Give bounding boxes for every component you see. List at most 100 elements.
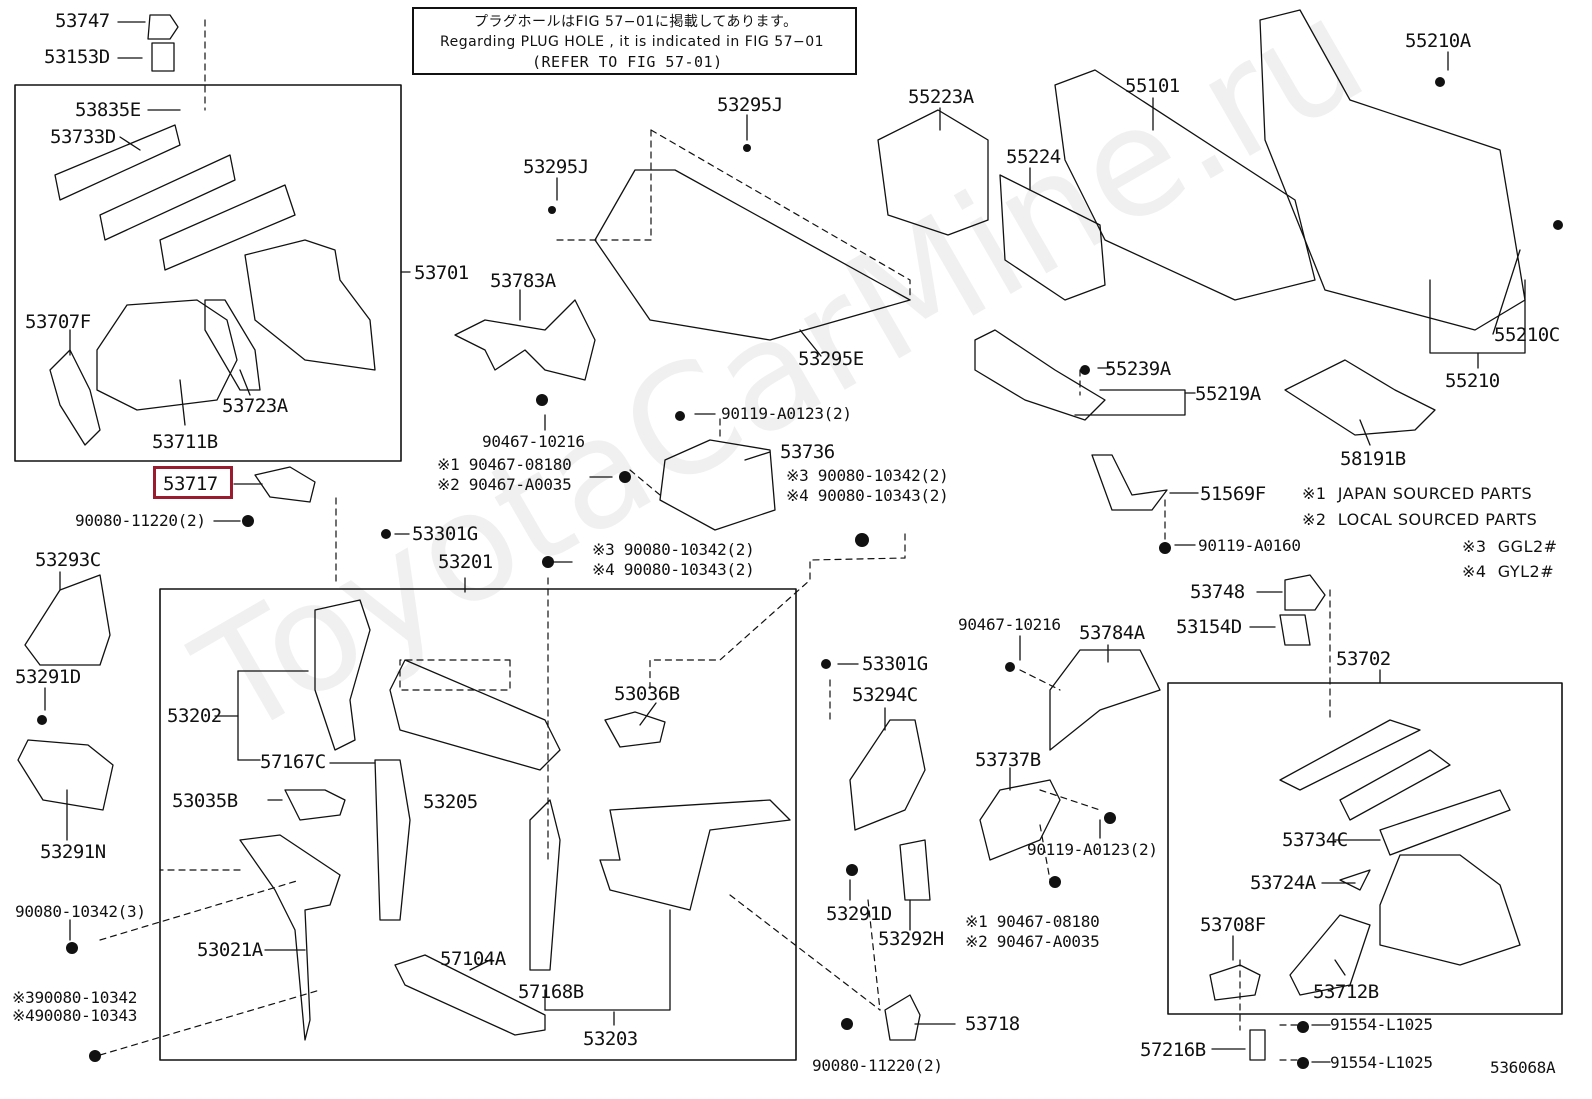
part-label-57167C[interactable]: 57167C <box>260 751 326 773</box>
part-label-55239A[interactable]: 55239A <box>1105 358 1171 380</box>
part-label-53292H[interactable]: 53292H <box>878 928 944 950</box>
part-label-90080-11220-b[interactable]: 90080-11220(2) <box>812 1056 943 1075</box>
part-label-53748[interactable]: 53748 <box>1190 581 1245 603</box>
part-label-91554-L1025-b[interactable]: 91554-L1025 <box>1330 1053 1433 1072</box>
part-label-53293C[interactable]: 53293C <box>35 549 101 571</box>
note-line-jp: プラグホールはFIG 57−01に掲載してあります。 <box>474 14 798 30</box>
part-label-55210[interactable]: 55210 <box>1445 370 1500 392</box>
part-label-55101[interactable]: 55101 <box>1125 75 1180 97</box>
part-label-53723A[interactable]: 53723A <box>222 395 288 417</box>
part-label-53701[interactable]: 53701 <box>414 262 469 284</box>
part-label-53711B[interactable]: 53711B <box>152 431 218 453</box>
part-label-55219A[interactable]: 55219A <box>1195 383 1261 405</box>
part-label-57104A[interactable]: 57104A <box>440 948 506 970</box>
legend-mark: ※3 <box>1462 537 1487 556</box>
part-label-57216B[interactable]: 57216B <box>1140 1039 1206 1061</box>
part-label-53707F[interactable]: 53707F <box>25 311 91 333</box>
part-label-53718[interactable]: 53718 <box>965 1013 1020 1035</box>
part-label-90080-11220-a[interactable]: 90080-11220(2) <box>75 511 206 530</box>
part-label-note3-90080-10342[interactable]: ※390080-10342 <box>12 988 138 1007</box>
part-label-53295J-a[interactable]: 53295J <box>717 94 783 116</box>
selected-part-highlight <box>153 466 233 499</box>
part-label-53747[interactable]: 53747 <box>55 10 110 32</box>
part-label-90080-10342-3[interactable]: 90080-10342(3) <box>15 902 146 921</box>
part-label-55224[interactable]: 55224 <box>1006 146 1061 168</box>
legend-text: JAPAN SOURCED PARTS <box>1337 484 1533 503</box>
part-label-note4-90080-10343-b[interactable]: ※4 90080-10343(2) <box>786 486 949 505</box>
part-label-53784A[interactable]: 53784A <box>1079 622 1145 644</box>
part-label-53736[interactable]: 53736 <box>780 441 835 463</box>
part-outlines <box>17 9 1526 1061</box>
note-line-en: Regarding PLUG HOLE , it is indicated in… <box>440 34 825 50</box>
diagram-id: 536068A <box>1490 1058 1556 1077</box>
part-label-53294C[interactable]: 53294C <box>852 684 918 706</box>
legend-item: ※2 LOCAL SOURCED PARTS <box>1302 510 1537 529</box>
legend-item: ※4 GYL2# <box>1462 562 1554 581</box>
part-label-53203[interactable]: 53203 <box>583 1028 638 1050</box>
part-label-53712B[interactable]: 53712B <box>1313 981 1379 1003</box>
part-label-90467-10216-b[interactable]: 90467-10216 <box>958 615 1061 634</box>
part-label-53301G-b[interactable]: 53301G <box>862 653 928 675</box>
part-label-note4-90080-10343-c[interactable]: ※4 90080-10343(2) <box>592 560 755 579</box>
part-label-53702[interactable]: 53702 <box>1336 648 1391 670</box>
part-label-53733D[interactable]: 53733D <box>50 126 116 148</box>
part-label-53708F[interactable]: 53708F <box>1200 914 1266 936</box>
part-label-note3-90080-10342-c[interactable]: ※3 90080-10342(2) <box>592 540 755 559</box>
part-label-53021A[interactable]: 53021A <box>197 939 263 961</box>
part-label-51569F[interactable]: 51569F <box>1200 483 1266 505</box>
part-label-53205[interactable]: 53205 <box>423 791 478 813</box>
part-label-90119-A0123-a[interactable]: 90119-A0123(2) <box>721 404 852 423</box>
part-label-53295E[interactable]: 53295E <box>798 348 864 370</box>
part-label-53291D-a[interactable]: 53291D <box>15 666 81 688</box>
legend-mark: ※4 <box>1462 562 1487 581</box>
part-label-53153D[interactable]: 53153D <box>44 46 110 68</box>
part-label-53201[interactable]: 53201 <box>438 551 493 573</box>
group-box-53201 <box>159 588 797 1061</box>
part-label-53301G-a[interactable]: 53301G <box>412 523 478 545</box>
part-label-90467-10216-a[interactable]: 90467-10216 <box>482 432 585 451</box>
part-label-53036B[interactable]: 53036B <box>614 683 680 705</box>
part-label-note1-90467-08180-a[interactable]: ※1 90467-08180 <box>437 455 572 474</box>
part-label-53291N[interactable]: 53291N <box>40 841 106 863</box>
leader-lines <box>44 21 1526 1063</box>
legend-text: GYL2# <box>1497 562 1555 581</box>
legend-text: LOCAL SOURCED PARTS <box>1337 510 1538 529</box>
part-label-55210C[interactable]: 55210C <box>1494 324 1560 346</box>
part-label-53724A[interactable]: 53724A <box>1250 872 1316 894</box>
part-label-58191B[interactable]: 58191B <box>1340 448 1406 470</box>
fasteners <box>37 77 1563 1069</box>
part-label-90119-A0160[interactable]: 90119-A0160 <box>1198 536 1301 555</box>
legend-mark: ※1 <box>1302 484 1327 503</box>
legend-text: GGL2# <box>1497 537 1558 556</box>
part-label-53154D[interactable]: 53154D <box>1176 616 1242 638</box>
part-label-53291D-b[interactable]: 53291D <box>826 903 892 925</box>
legend-item: ※3 GGL2# <box>1462 537 1558 556</box>
dashed-assembly-lines <box>99 19 1331 1061</box>
part-label-note4-90080-10343[interactable]: ※490080-10343 <box>12 1006 138 1025</box>
part-label-53783A[interactable]: 53783A <box>490 270 556 292</box>
part-label-53737B[interactable]: 53737B <box>975 749 1041 771</box>
part-label-53717[interactable]: 53717 <box>163 473 218 495</box>
part-label-53295J-b[interactable]: 53295J <box>523 156 589 178</box>
part-label-55223A[interactable]: 55223A <box>908 86 974 108</box>
part-label-53734C[interactable]: 53734C <box>1282 829 1348 851</box>
group-box-53702 <box>1167 682 1563 1015</box>
part-label-53202[interactable]: 53202 <box>167 705 222 727</box>
part-label-note2-90467-A0035-b[interactable]: ※2 90467-A0035 <box>965 932 1100 951</box>
note-line-refer: (REFER TO FIG 57-01) <box>532 53 723 71</box>
group-box-53701 <box>14 84 402 462</box>
part-label-53835E[interactable]: 53835E <box>75 99 141 121</box>
legend-item: ※1 JAPAN SOURCED PARTS <box>1302 484 1532 503</box>
legend-mark: ※2 <box>1302 510 1327 529</box>
part-label-note2-90467-A0035-a[interactable]: ※2 90467-A0035 <box>437 475 572 494</box>
note-box <box>412 7 857 75</box>
part-label-90119-A0123-b[interactable]: 90119-A0123(2) <box>1027 840 1158 859</box>
part-label-note1-90467-08180-b[interactable]: ※1 90467-08180 <box>965 912 1100 931</box>
part-label-55210A[interactable]: 55210A <box>1405 30 1471 52</box>
part-label-53035B[interactable]: 53035B <box>172 790 238 812</box>
part-label-note3-90080-10342-b[interactable]: ※3 90080-10342(2) <box>786 466 949 485</box>
part-label-57168B[interactable]: 57168B <box>518 981 584 1003</box>
part-label-91554-L1025-a[interactable]: 91554-L1025 <box>1330 1015 1433 1034</box>
